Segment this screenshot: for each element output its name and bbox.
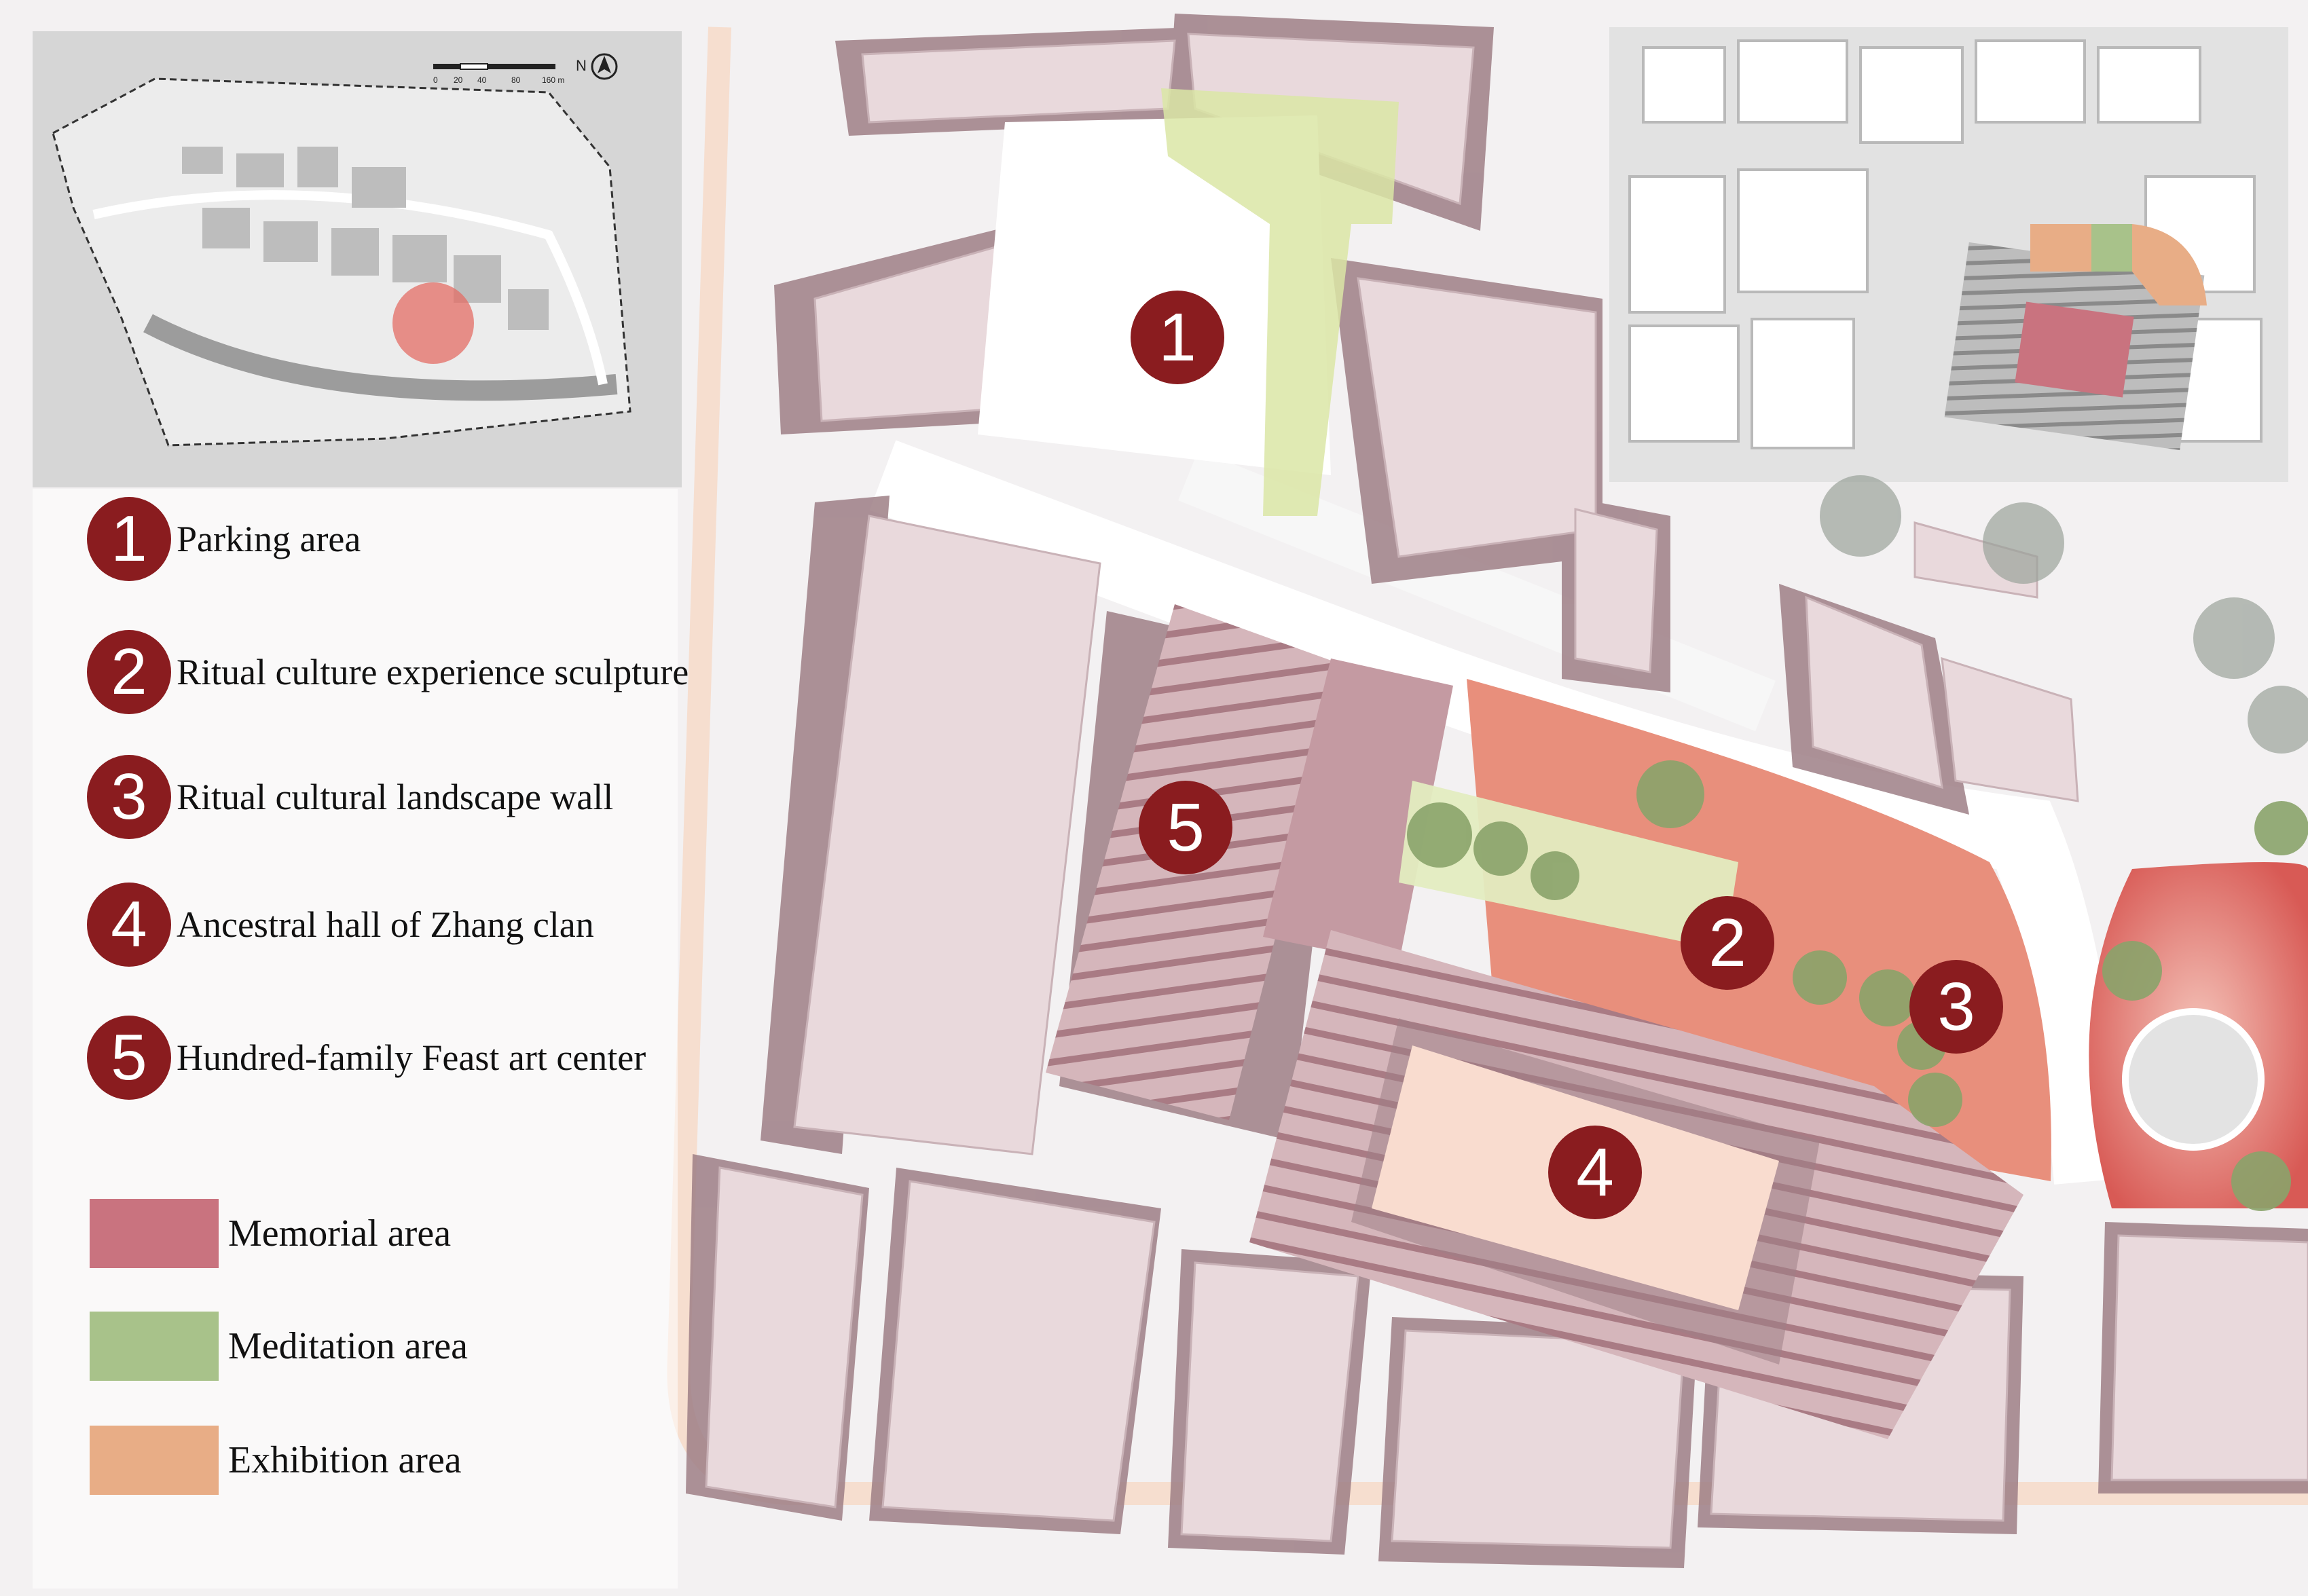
memorial-area-label: Memorial area (228, 1212, 452, 1255)
legend-label-ancestral-hall: Ancestral hall of Zhang clan (177, 904, 594, 945)
map-marker-2: 2 (1681, 896, 1774, 990)
inset-north-label: N (576, 57, 587, 74)
legend-panel: 1 Parking area 2 Ritual culture experien… (33, 489, 689, 1589)
grey-hall-meditation (2091, 224, 2132, 272)
inset-scale-label-4: 160 m (542, 75, 564, 85)
map-marker-5: 5 (1139, 781, 1232, 874)
legend-item-parking: 1 Parking area (87, 497, 361, 581)
legend-item-sculpture: 2 Ritual culture experience sculpture (87, 630, 689, 714)
legend-label-parking: Parking area (177, 519, 361, 559)
meditation-swatch (90, 1312, 219, 1381)
legend-area-exhibition: Exhibition area (90, 1426, 462, 1495)
legend-number-3: 3 (87, 755, 171, 839)
legend-item-art-center: 5 Hundred-family Feast art center (87, 1016, 646, 1100)
grey-hall-exhibition (2030, 224, 2091, 272)
legend-number-4: 4 (87, 883, 171, 967)
inset-scale-label-1: 20 (454, 75, 463, 85)
buildings (705, 33, 2308, 1549)
meditation-area-label: Meditation area (228, 1325, 468, 1367)
parking-green-strip (1161, 88, 1399, 516)
map-marker-3: 3 (1909, 960, 2003, 1054)
inset-road (92, 190, 608, 386)
legend-number-1: 1 (87, 497, 171, 581)
memorial-swatch (90, 1199, 219, 1268)
grey-hall-exhibition-b (2132, 224, 2207, 305)
grey-hall-memorial (2015, 301, 2134, 398)
inset-scale-label-3: 80 (511, 75, 521, 85)
legend-label-landscape-wall: Ritual cultural landscape wall (177, 777, 614, 817)
inset-scale-bar (433, 63, 555, 70)
inset-scale-label-0: 0 (433, 75, 438, 85)
trees-grey (1820, 475, 2308, 754)
north-arrow-icon (591, 53, 618, 80)
map-marker-1: 1 (1131, 291, 1224, 384)
art-center-block (1263, 658, 1453, 964)
inset-site-highlight (392, 282, 474, 364)
right-plaza-pool (2122, 1008, 2265, 1151)
legend-area-memorial: Memorial area (90, 1199, 451, 1268)
exhibition-swatch (90, 1426, 219, 1495)
legend-number-5: 5 (87, 1016, 171, 1100)
legend-label-sculpture: Ritual culture experience sculpture (177, 652, 689, 692)
legend-item-ancestral-hall: 4 Ancestral hall of Zhang clan (87, 883, 594, 967)
legend-number-2: 2 (87, 630, 171, 714)
inset-river (143, 314, 618, 401)
location-inset-map: 0 20 40 80 160 m N (33, 31, 682, 487)
legend-area-meditation: Meditation area (90, 1312, 468, 1381)
legend-item-landscape-wall: 3 Ritual cultural landscape wall (87, 755, 613, 839)
inset-scale-label-2: 40 (477, 75, 487, 85)
map-marker-4: 4 (1548, 1126, 1642, 1219)
trees (1407, 760, 2308, 1211)
exhibition-area-label: Exhibition area (228, 1439, 462, 1481)
legend-label-art-center: Hundred-family Feast art center (177, 1037, 646, 1078)
